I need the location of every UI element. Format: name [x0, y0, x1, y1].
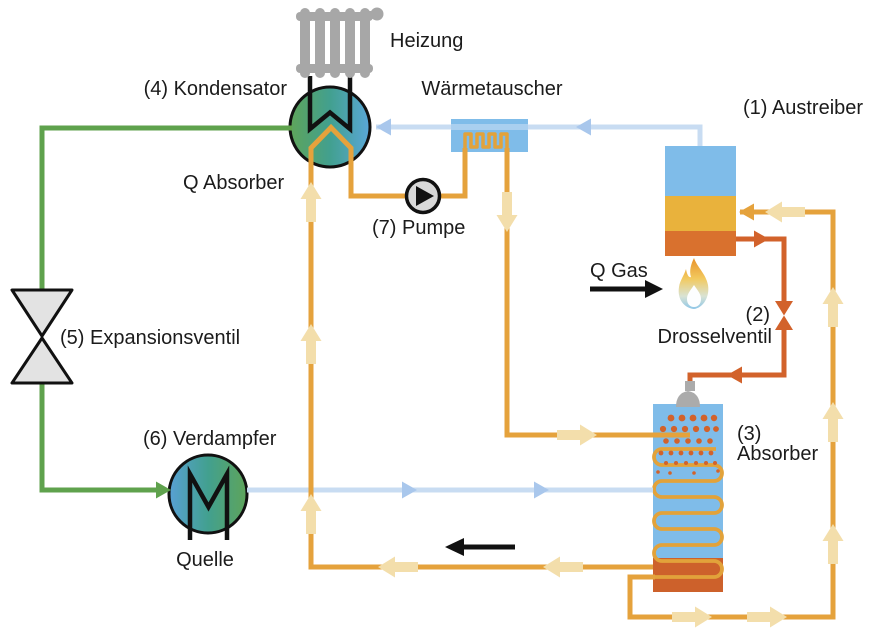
label-quelle: Quelle: [176, 549, 234, 571]
flow-arrows-cream: [300, 182, 844, 628]
label-pumpe: (7) Pumpe: [372, 217, 465, 239]
label-verdampfer: (6) Verdampfer: [143, 428, 277, 450]
labels: Heizung (4) Kondensator Wärmetauscher (1…: [60, 30, 863, 571]
label-absorber-num: (3): [737, 423, 761, 445]
evaporator-icon: [167, 453, 249, 540]
label-kondensator: (4) Kondensator: [144, 78, 288, 100]
shower-head-icon: [676, 381, 700, 407]
q-gas-arrow: [590, 280, 663, 298]
return-flow-arrow: [445, 538, 515, 556]
label-waermetauscher: Wärmetauscher: [421, 78, 562, 100]
label-expansionsventil: (5) Expansionsventil: [60, 327, 240, 349]
heat-exchanger-icon: [451, 119, 528, 152]
spray-droplets: [656, 414, 720, 475]
pump-icon: [404, 177, 442, 215]
condenser-w-symbol: [307, 76, 353, 134]
label-q-absorber: Q Absorber: [183, 172, 285, 194]
evaporator-m-symbol: [187, 465, 230, 540]
expansion-valve-icon: [10, 288, 74, 385]
pipe-hx-to-absorber-spray: [504, 148, 690, 438]
label-austreiber: (1) Austreiber: [743, 97, 863, 119]
pipe-generator-to-hx: [528, 124, 703, 146]
heat-exchanger-coil: [463, 132, 509, 150]
heat-exchanger-pipe-band: [451, 124, 528, 130]
pipe-condenser-to-valve: [39, 125, 292, 292]
pipe-condensate: [39, 125, 292, 493]
pipe-generator-to-throttle: [736, 236, 787, 302]
radiator-icon: [296, 7, 384, 78]
absorber-coil: [651, 447, 724, 579]
label-heizung: Heizung: [390, 30, 463, 52]
pipe-solution: [308, 123, 836, 620]
absorber-vessel-icon: [651, 404, 724, 592]
pipe-absorber-to-generator: [627, 209, 836, 620]
flame-icon: [678, 258, 709, 309]
throttle-valve-icon: [775, 301, 793, 330]
label-absorber: Absorber: [737, 443, 818, 465]
condenser-icon: [288, 76, 372, 169]
generator-vessel-icon: [665, 146, 736, 256]
label-drossel-num: (2): [746, 304, 770, 326]
label-q-gas: Q Gas: [590, 260, 648, 282]
pipe-valve-to-evaporator: [39, 381, 158, 493]
label-drosselventil: Drosselventil: [658, 326, 772, 348]
pipe-absorber-condenser-pump: [308, 123, 653, 570]
